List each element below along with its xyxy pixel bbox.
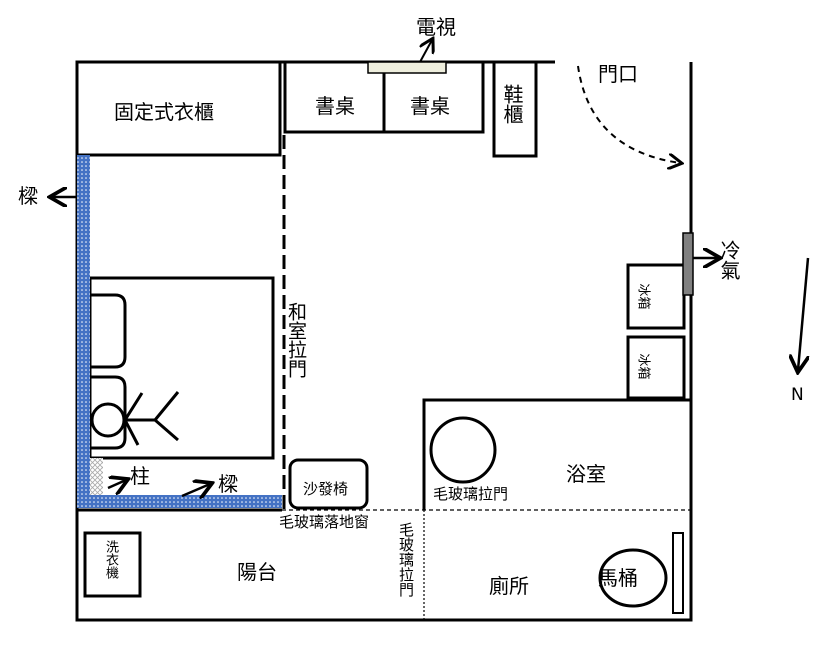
label-washer: 洗衣機 [103,540,118,579]
washer [83,531,142,598]
label-toilet: 馬桶 [598,566,638,590]
label-desk-2: 書桌 [410,94,450,118]
label-desk-1: 書桌 [315,94,355,118]
label-balcony: 陽台 [237,560,277,584]
sofa [288,458,369,510]
label-fridge-2: 冰箱 [635,353,651,380]
person-head [90,402,126,438]
bathtub [429,416,497,484]
label-door[interactable]: 門口 [598,62,638,86]
toilet-bowl [598,548,668,608]
tv [367,61,447,74]
label-toilet-room: 廁所 [489,574,529,598]
door-swing [577,65,680,163]
label-frosted-door-toilet: 毛玻璃拉門 [397,522,415,597]
wardrobe [75,60,282,157]
fridge-2 [626,335,686,400]
shoe-cabinet [492,60,538,158]
bathroom-wall [422,398,691,510]
pillow-2 [90,375,127,450]
aircon [682,232,694,296]
pillow-1 [90,293,127,369]
label-tv: 電視 [416,15,456,39]
label-tatami-door: 和室拉門 [285,302,307,378]
label-wardrobe: 固定式衣櫃 [114,100,214,124]
fridge-1 [626,263,686,330]
label-sofa: 沙發椅 [303,480,349,498]
label-beam-bottom: 樑 [218,472,238,496]
label-fridge-1: 冰箱 [635,283,651,310]
label-frosted-window: 毛玻璃落地窗 [279,513,370,531]
label-shoe-cabinet: 鞋櫃 [500,84,524,124]
pillar [90,458,103,495]
beam-left [77,155,90,508]
toilet-tank [672,532,684,614]
label-beam-left: 樑 [18,184,38,208]
person-body [123,391,180,446]
label-frosted-door-bath: 毛玻璃拉門 [433,485,509,503]
label-bathroom: 浴室 [566,462,606,486]
outer-wall [75,60,693,622]
label-aircon: 冷氣 [717,240,741,280]
label-north: N [791,385,804,405]
beam-bottom [77,495,282,508]
label-pillar: 柱 [130,464,150,488]
